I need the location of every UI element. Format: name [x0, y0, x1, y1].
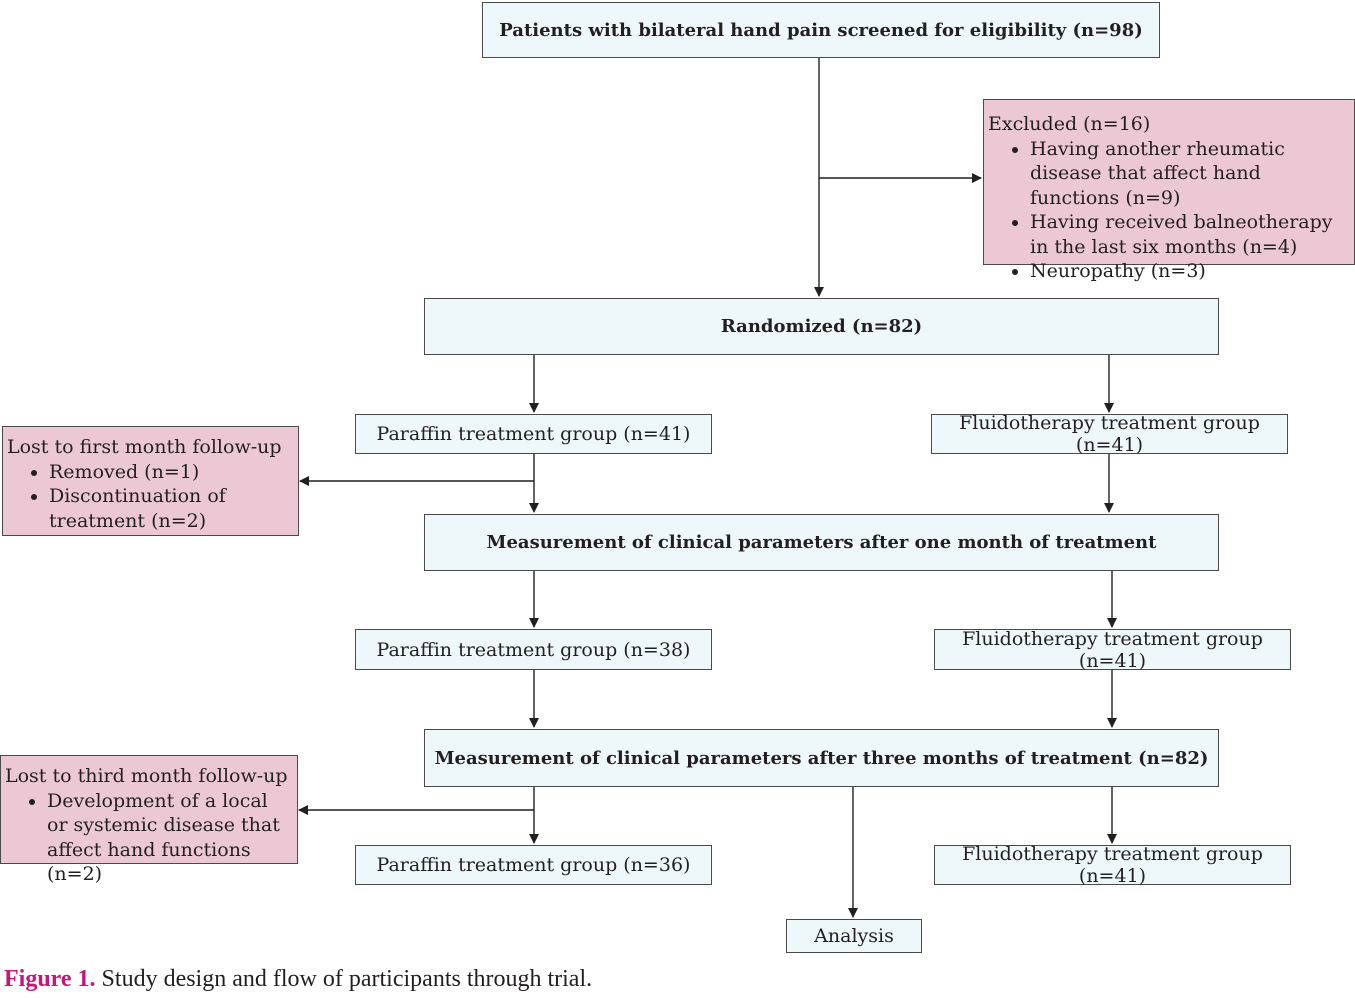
lost-first-month-item: Removed (n=1) [49, 460, 294, 485]
figure-caption-text: Study design and flow of participants th… [101, 966, 593, 992]
fluidotherapy-group-1-label: Fluidotherapy treatment group (n=41) [959, 412, 1260, 456]
fluidotherapy-group-2-box: Fluidotherapy treatment group (n=41) [934, 627, 1291, 672]
lost-first-month-title: Lost to first month follow-up [7, 436, 282, 458]
excluded-list: Having another rheumatic disease that af… [988, 137, 1350, 284]
lost-third-month-item: Development of a local or systemic disea… [47, 789, 293, 887]
lost-third-month-box: Lost to third month follow-up Developmen… [0, 755, 298, 885]
screened-box: Patients with bilateral hand pain screen… [482, 2, 1160, 58]
lost-third-month-list: Development of a local or systemic disea… [5, 789, 293, 887]
measurement-three-months-box: Measurement of clinical parameters after… [424, 729, 1219, 787]
paraffin-group-3-label: Paraffin treatment group (n=36) [376, 854, 691, 876]
excluded-item: Having received balneotherapy in the las… [1030, 210, 1350, 259]
fluidotherapy-group-2-label: Fluidotherapy treatment group (n=41) [962, 627, 1263, 672]
fluidotherapy-group-3-label: Fluidotherapy treatment group (n=41) [962, 843, 1263, 887]
fluidotherapy-group-3-box: Fluidotherapy treatment group (n=41) [934, 843, 1291, 887]
paraffin-group-1-box: Paraffin treatment group (n=41) [355, 414, 712, 454]
measurement-one-month-label: Measurement of clinical parameters after… [486, 532, 1157, 553]
excluded-title: Excluded (n=16) [988, 113, 1151, 135]
paraffin-group-2-label: Paraffin treatment group (n=38) [376, 638, 691, 661]
excluded-item: Neuropathy (n=3) [1030, 259, 1350, 284]
lost-third-month-title: Lost to third month follow-up [5, 765, 288, 787]
lost-first-month-box: Lost to first month follow-up Removed (n… [2, 426, 299, 536]
figure-caption: Figure 1. Study design and flow of parti… [4, 966, 592, 993]
measurement-three-months-label: Measurement of clinical parameters after… [434, 747, 1209, 769]
screened-label: Patients with bilateral hand pain screen… [499, 19, 1143, 41]
measurement-one-month-box: Measurement of clinical parameters after… [424, 514, 1219, 571]
fluidotherapy-group-1-box: Fluidotherapy treatment group (n=41) [931, 412, 1288, 456]
excluded-box: Excluded (n=16) Having another rheumatic… [983, 99, 1355, 282]
excluded-item: Having another rheumatic disease that af… [1030, 137, 1350, 211]
paraffin-group-3-box: Paraffin treatment group (n=36) [355, 845, 712, 885]
paraffin-group-1-label: Paraffin treatment group (n=41) [376, 423, 691, 445]
paraffin-group-2-box: Paraffin treatment group (n=38) [355, 629, 712, 670]
randomized-label: Randomized (n=82) [720, 316, 923, 337]
randomized-box: Randomized (n=82) [424, 298, 1219, 355]
lost-first-month-list: Removed (n=1) Discontinuation of treatme… [7, 460, 294, 534]
analysis-label: Analysis [814, 925, 894, 947]
lost-first-month-item: Discontinuation of treatment (n=2) [49, 484, 294, 533]
analysis-box: Analysis [786, 919, 922, 953]
figure-caption-label: Figure 1. [4, 966, 96, 992]
